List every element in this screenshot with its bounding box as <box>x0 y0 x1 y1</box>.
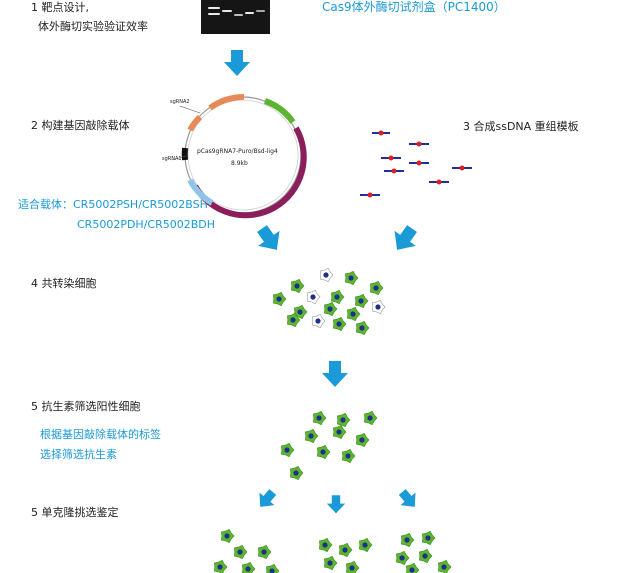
cell-transfected <box>316 444 331 460</box>
selection-note-1: 根据基因敲除载体的标签 <box>40 428 161 441</box>
arrow-branch-middle <box>326 495 346 514</box>
step3-title: 3 合成ssDNA 重组模板 <box>463 120 579 133</box>
cell-transfected <box>400 532 415 548</box>
arrow-down-2 <box>322 361 348 387</box>
cell-transfected <box>363 410 378 426</box>
cell-transfected <box>418 548 433 564</box>
cell-transfected <box>293 304 308 320</box>
plasmid-size: 8.9kb <box>231 160 248 167</box>
cell-transfected <box>234 544 248 560</box>
cell-untransfected <box>311 313 326 329</box>
plasmid-map <box>171 94 307 219</box>
arrow-branch-right <box>394 485 423 514</box>
selection-note-2: 选择筛选抗生素 <box>40 448 117 461</box>
ssdna-templates <box>360 132 472 196</box>
cell-transfected <box>323 301 338 317</box>
cell-transfected <box>280 442 295 458</box>
sgrna2-label: sgRNA2 <box>170 99 190 105</box>
cell-transfected <box>405 562 420 573</box>
cell-transfected <box>286 312 301 328</box>
sgrna1-label: sgRNA1 <box>162 156 182 162</box>
step1-title: 1 靶点设计, <box>31 1 89 14</box>
cell-transfected <box>289 465 304 481</box>
step5-selection-title: 5 抗生素筛选阳性细胞 <box>31 400 141 413</box>
arrow-diag-left <box>251 221 288 258</box>
cell-untransfected <box>306 289 321 305</box>
cell-transfected <box>265 563 280 573</box>
cell-groups <box>214 267 452 573</box>
cell-transfected <box>304 428 319 444</box>
cell-transfected <box>338 542 353 558</box>
step5-clone-title: 5 单克隆挑选鉴定 <box>31 506 119 519</box>
step2-title: 2 构建基因敲除载体 <box>31 119 130 132</box>
cell-transfected <box>242 561 256 573</box>
arrow-diag-right <box>386 221 423 258</box>
cell-transfected <box>330 289 345 305</box>
cell-transfected <box>214 559 228 573</box>
cell-transfected <box>358 537 373 553</box>
cell-transfected <box>332 424 347 440</box>
cell-transfected <box>318 537 333 553</box>
arrow-down-1 <box>224 50 250 76</box>
cell-transfected <box>369 280 384 296</box>
cell-transfected <box>312 410 327 426</box>
cell-transfected <box>341 448 356 464</box>
cell-transfected <box>336 412 351 428</box>
cell-transfected <box>272 291 287 307</box>
cell-transfected <box>346 306 361 322</box>
cell-transfected <box>257 544 272 560</box>
arrow-branch-left <box>252 485 281 514</box>
cell-untransfected <box>319 267 334 283</box>
vector-list-line2: CR5002PDH/CR5002BDH <box>77 218 216 231</box>
cell-transfected <box>355 320 370 336</box>
cell-transfected <box>395 550 410 566</box>
cell-transfected <box>345 560 360 573</box>
cell-untransfected <box>371 299 386 315</box>
cell-transfected <box>344 270 359 286</box>
cell-transfected <box>332 316 347 332</box>
cell-transfected <box>355 432 370 448</box>
kit-label: Cas9体外酶切试剂盒（PC1400） <box>322 0 506 14</box>
vector-list-line1: 适合载体：CR5002PSH/CR5002BSH <box>18 198 208 211</box>
gel-image <box>201 0 270 34</box>
cell-transfected <box>437 559 452 573</box>
cell-transfected <box>323 555 338 571</box>
cell-transfected <box>354 293 369 309</box>
step4-title: 4 共转染细胞 <box>31 277 97 290</box>
cell-transfected <box>221 528 235 544</box>
cell-transfected <box>421 530 436 546</box>
step1-subtitle: 体外酶切实验验证效率 <box>38 20 148 33</box>
cell-transfected <box>290 278 305 294</box>
plasmid-name: pCas9gRNA7-Puro/Bsd-lig4 <box>197 148 278 155</box>
